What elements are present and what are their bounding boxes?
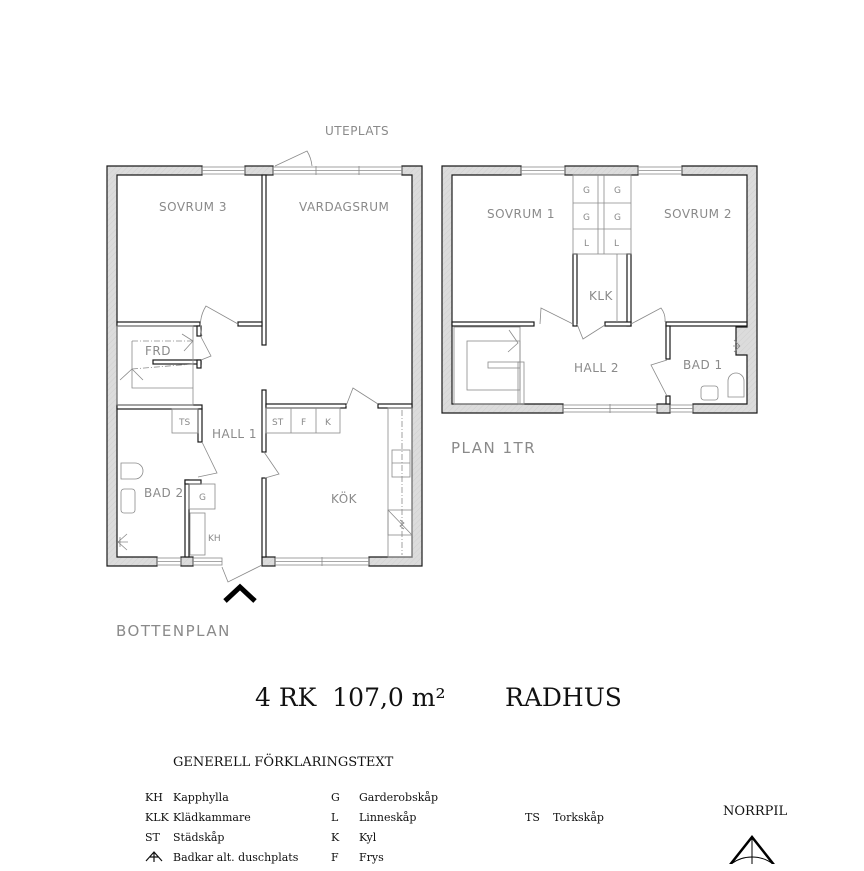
plan-title-plan1tr: PLAN 1TR <box>451 439 536 457</box>
upper-floor-windows <box>520 166 694 413</box>
room-label-kok: KÖK <box>331 490 358 506</box>
cabinet-label-g: G <box>614 213 621 223</box>
ground-floor-door-swings <box>197 305 379 583</box>
room-label-klk: KLK <box>589 289 614 303</box>
cabinet-label-g: G <box>614 186 621 196</box>
cabinet-label-f: F <box>301 418 306 428</box>
room-label-sovrum1: SOVRUM 1 <box>487 207 555 221</box>
bathtub-symbol-icon <box>145 849 163 866</box>
plan-title-bottenplan: BOTTENPLAN <box>116 622 231 640</box>
room-label-frd: FRD <box>145 344 171 358</box>
north-arrow-label: NORRPIL <box>723 804 788 819</box>
ground-floor-plan: UTEPLATS SOVRUM 3 VARDAGSRUM FRD HALL 1 … <box>106 124 423 640</box>
ground-floor-cabinets <box>117 407 413 558</box>
cabinet-label-ts: TS <box>178 418 190 428</box>
room-label-hall1: HALL 1 <box>212 427 257 441</box>
entrance-arrow-icon <box>223 583 257 603</box>
summary-rooms: 4 RK <box>255 683 317 712</box>
cabinet-label-kh: KH <box>208 534 221 544</box>
summary-area: 107,0 m² <box>332 683 446 712</box>
storage-stair-outline <box>116 325 194 406</box>
upper-floor-door-swings <box>539 307 668 397</box>
legend-title: GENERELL FÖRKLARINGSTEXT <box>173 755 394 770</box>
cabinet-label-l: L <box>614 239 619 249</box>
north-arrow-icon <box>729 834 775 864</box>
apartment-summary: 4 RK 107,0 m² <box>255 683 446 712</box>
room-label-sovrum2: SOVRUM 2 <box>664 207 732 221</box>
upper-floor-cabinets <box>453 174 745 405</box>
cabinet-label-g: G <box>583 213 590 223</box>
room-label-sovrum3: SOVRUM 3 <box>159 200 227 214</box>
cabinet-label-k: K <box>325 418 332 428</box>
label-uteplats: UTEPLATS <box>325 124 389 138</box>
cabinet-label-g: G <box>583 186 590 196</box>
room-label-hall2: HALL 2 <box>574 361 619 375</box>
terrace-door-swing <box>274 150 313 167</box>
ground-floor-windows <box>156 166 403 566</box>
room-label-vardagsrum: VARDAGSRUM <box>299 200 389 214</box>
cabinet-label-g: G <box>199 493 206 503</box>
cabinet-label-st: ST <box>272 418 284 428</box>
upper-floor-plan: SOVRUM 1 SOVRUM 2 KLK HALL 2 BAD 1 G G G… <box>441 165 758 457</box>
room-label-bad1: BAD 1 <box>683 358 723 372</box>
cabinet-label-l: L <box>584 239 589 249</box>
upper-floor-interior-walls <box>451 253 748 405</box>
room-label-bad2: BAD 2 <box>144 486 184 500</box>
housing-type: RADHUS <box>505 683 622 712</box>
